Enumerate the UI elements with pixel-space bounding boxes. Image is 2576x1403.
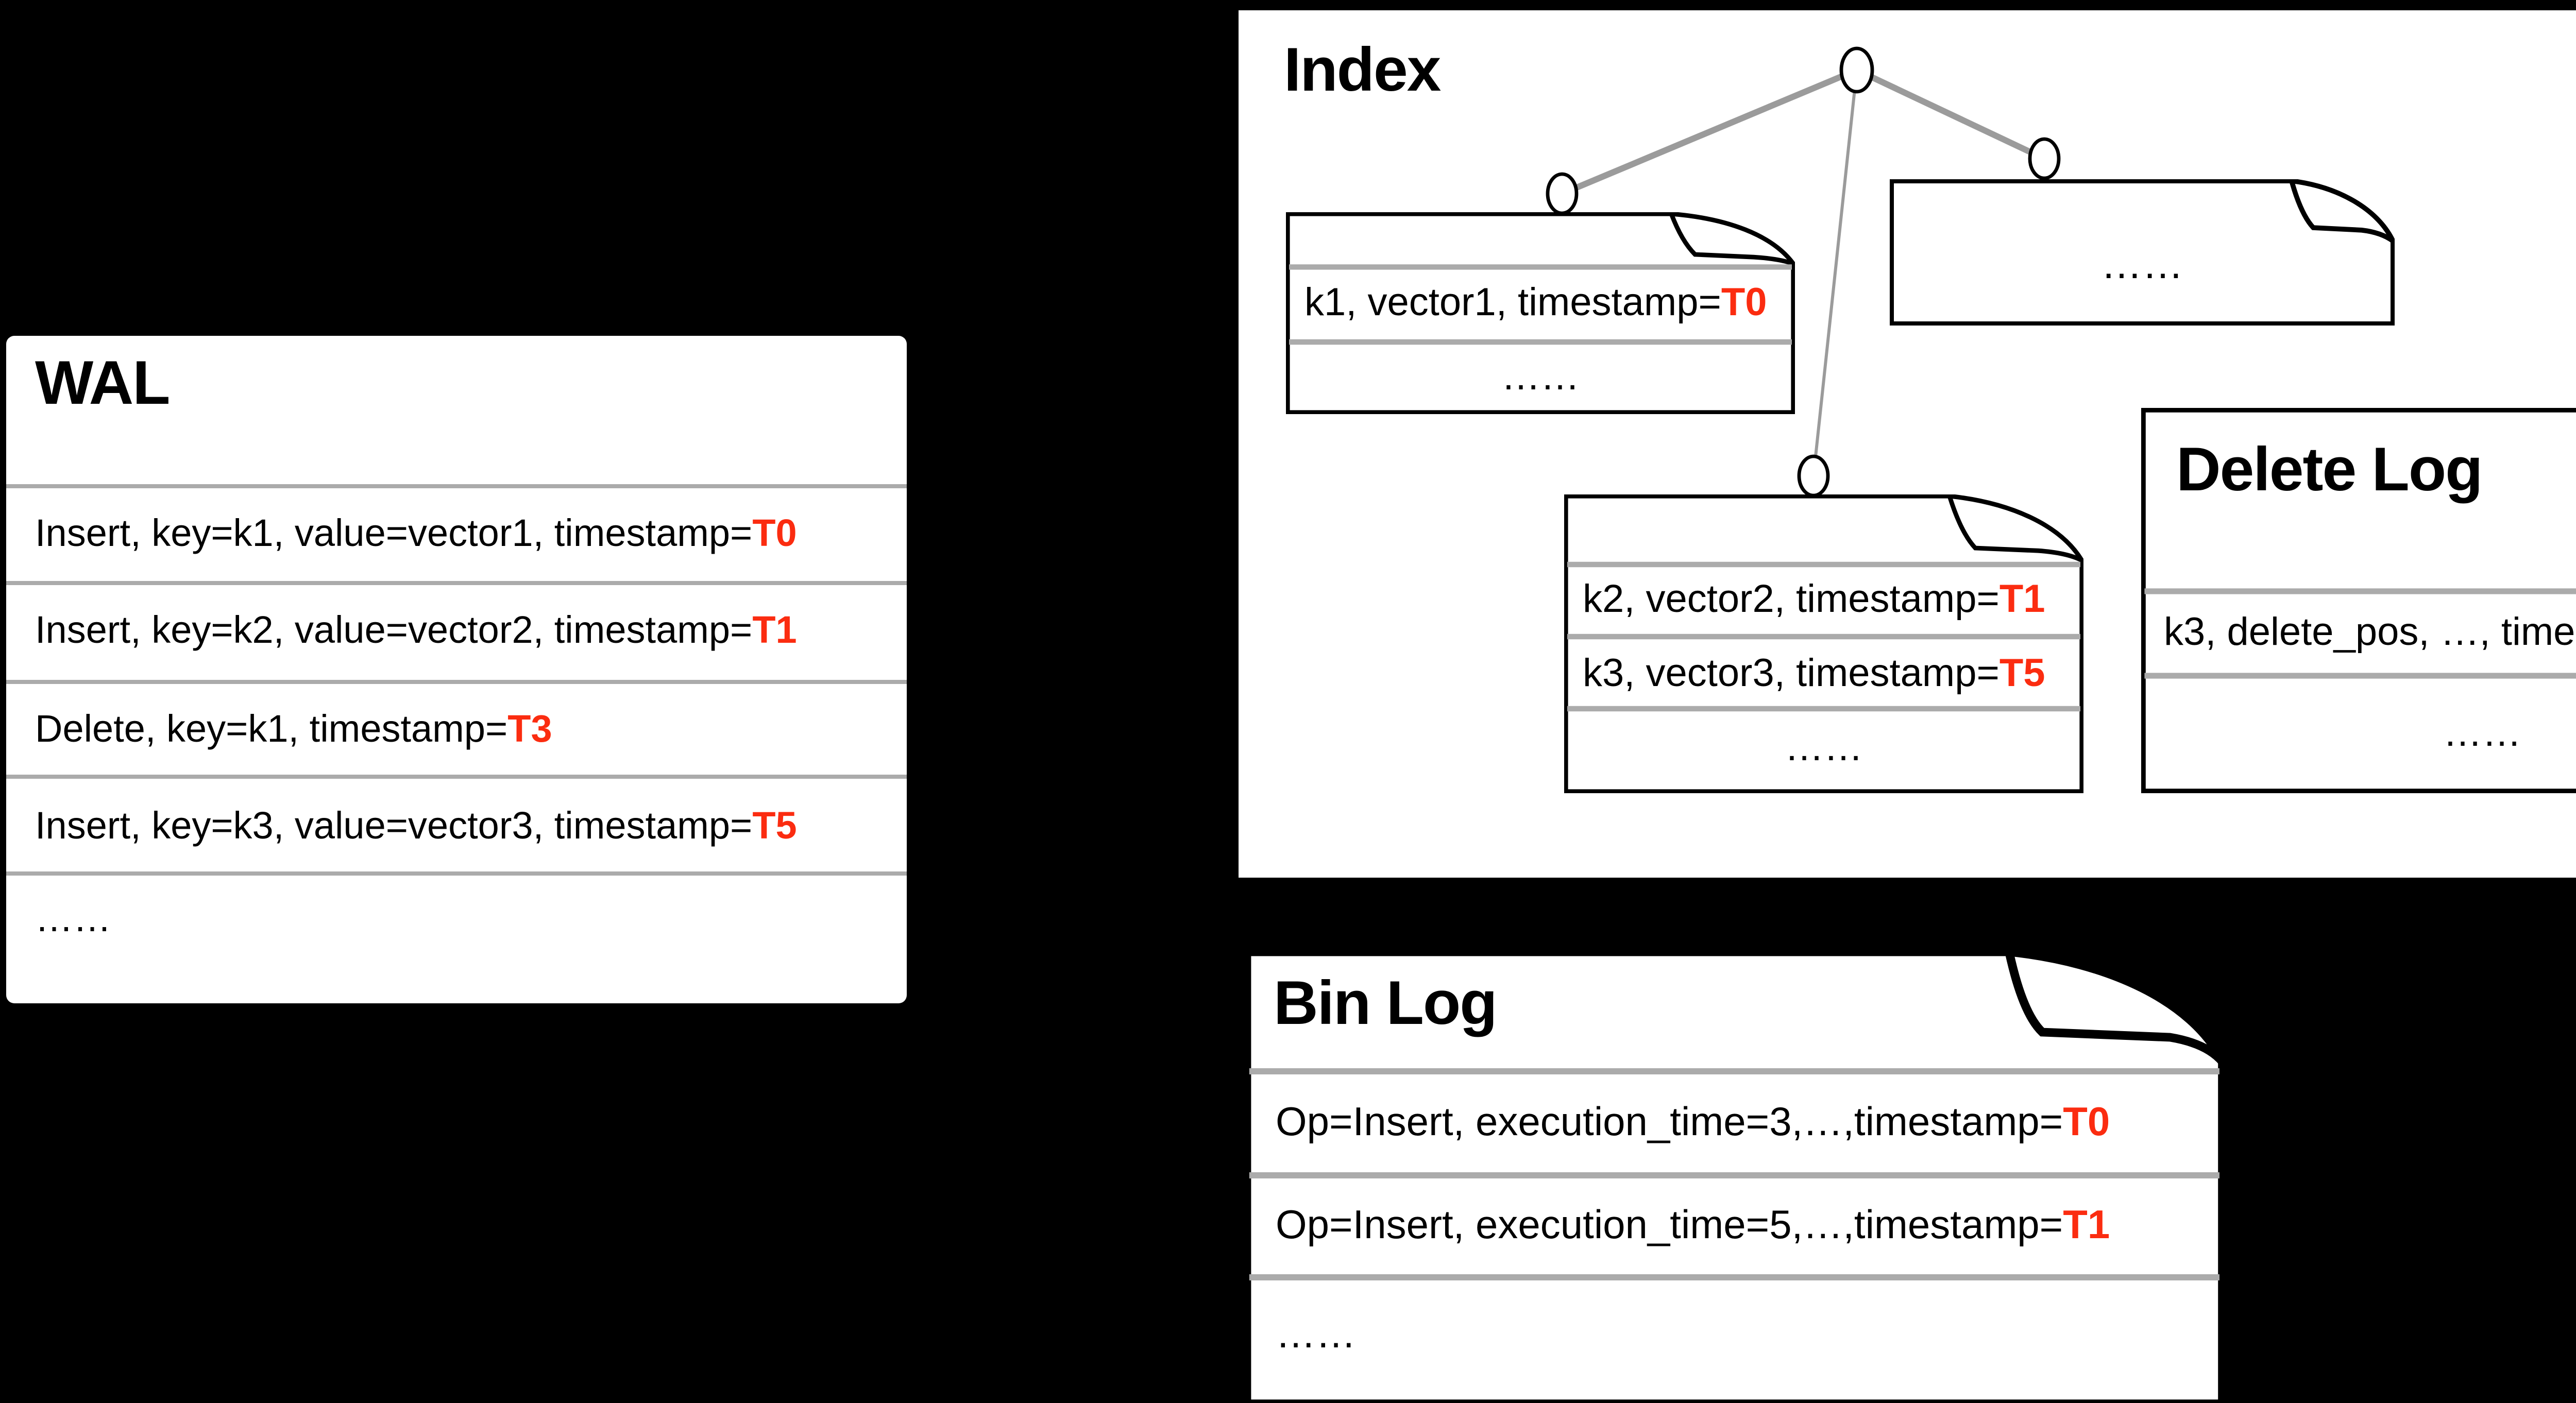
wal-row: Delete, key=k1, timestamp=T3 — [35, 704, 899, 753]
divider — [6, 484, 907, 489]
timestamp-token: T1 — [752, 608, 797, 651]
segment-doc-k2-k3: k2, vector2, timestamp=T1 k3, vector3, t… — [1564, 494, 2083, 793]
document-shape — [2141, 408, 2576, 793]
segment-row: k1, vector1, timestamp=T0 — [1304, 280, 1789, 330]
segment-doc-more: …… — [1890, 179, 2395, 326]
timestamp-token: T5 — [752, 802, 797, 846]
document-shape — [1890, 179, 2395, 326]
bin-log-row: Op=Insert, execution_time=3,…,timestamp=… — [1276, 1098, 2217, 1148]
tree-node-icon — [2028, 137, 2061, 180]
document-outline — [2141, 408, 2576, 793]
timestamp-token: T3 — [507, 706, 552, 749]
index-panel: Index k1, vector1, timestamp=T0 …… — [1236, 8, 2576, 880]
divider — [6, 581, 907, 586]
delete-log-row-text: k3, delete_pos, …, timestamp= — [2164, 612, 2576, 655]
wal-row-text: Insert, key=k3, value=vector3, timestamp… — [35, 802, 753, 846]
ellipsis-row-text: …… — [1276, 1311, 1356, 1357]
bin-log-row: Op=Insert, execution_time=5,…,timestamp=… — [1276, 1201, 2217, 1251]
segment-row: k3, vector3, timestamp=T5 — [1583, 650, 2077, 699]
tree-edge — [1855, 67, 2046, 162]
index-title: Index — [1284, 37, 1441, 105]
ellipsis-row-text: …… — [1501, 356, 1580, 400]
document-shape — [1564, 494, 2083, 793]
segment-row-text: k3, vector3, timestamp= — [1583, 652, 1999, 695]
index-tree — [1546, 46, 2061, 498]
wal-row: Insert, key=k3, value=vector3, timestamp… — [35, 800, 899, 850]
timestamp-token: T5 — [1999, 652, 2045, 695]
wal-row-text: Insert, key=k1, value=vector1, timestamp… — [35, 511, 753, 554]
tree-edge — [1561, 67, 1858, 197]
timestamp-token: T0 — [752, 511, 797, 554]
wal-row-text: Insert, key=k2, value=vector2, timestamp… — [35, 608, 753, 651]
tree-node-icon — [1797, 454, 1830, 498]
page-fold-icon — [1947, 495, 2083, 562]
timestamp-token: T1 — [1999, 579, 2045, 622]
document-shape — [1245, 950, 2226, 1403]
tree-edge — [1812, 70, 1858, 476]
bin-log-row-text: Op=Insert, execution_time=3,…,timestamp= — [1276, 1099, 2063, 1144]
page-fold-icon — [1669, 213, 1794, 266]
delete-log-title: Delete Log — [2176, 437, 2483, 505]
delete-log-row: …… — [2164, 711, 2576, 760]
ellipsis-row-text: …… — [2101, 242, 2183, 287]
segment-row-text: k2, vector2, timestamp= — [1583, 579, 1999, 622]
segment-row-text: k1, vector1, timestamp= — [1304, 282, 1721, 326]
divider — [6, 775, 907, 780]
delete-log-row: k3, delete_pos, …, timestamp=T3 — [2164, 610, 2576, 659]
bin-log-row: …… — [1276, 1310, 2217, 1360]
tree-node-icon — [1839, 46, 1874, 94]
ellipsis-row-text: …… — [35, 896, 111, 939]
segment-row: …… — [1286, 354, 1795, 404]
wal-row: …… — [35, 894, 899, 944]
segment-row: …… — [1564, 725, 2083, 775]
delete-log-doc: Delete Log k3, delete_pos, …, timestamp=… — [2141, 408, 2576, 793]
page-fold-icon — [2005, 951, 2226, 1065]
segment-row: …… — [1890, 241, 2395, 290]
wal-row: Insert, key=k2, value=vector2, timestamp… — [35, 606, 899, 655]
segment-doc-k1: k1, vector1, timestamp=T0 …… — [1286, 212, 1795, 414]
document-shape — [1286, 212, 1795, 414]
page-fold-icon — [2289, 180, 2395, 243]
divider — [6, 680, 907, 685]
bin-log-doc: Bin Log Op=Insert, execution_time=3,…,ti… — [1245, 950, 2226, 1403]
ellipsis-row-text: …… — [2443, 713, 2521, 756]
divider — [6, 871, 907, 877]
timestamp-token: T0 — [1721, 282, 1767, 326]
tree-node-icon — [1546, 172, 1579, 215]
wal-row-text: Delete, key=k1, timestamp= — [35, 706, 508, 749]
wal-panel: WAL Insert, key=k1, value=vector1, times… — [6, 336, 907, 1003]
timestamp-token: T0 — [2063, 1099, 2110, 1144]
wal-row: Insert, key=k1, value=vector1, timestamp… — [35, 509, 899, 558]
bin-log-title: Bin Log — [1274, 970, 1498, 1038]
timestamp-token: T1 — [2063, 1202, 2110, 1247]
ellipsis-row-text: …… — [1785, 727, 1863, 771]
segment-row: k2, vector2, timestamp=T1 — [1583, 577, 2077, 626]
wal-title: WAL — [35, 350, 171, 418]
bin-log-row-text: Op=Insert, execution_time=5,…,timestamp= — [1276, 1202, 2063, 1247]
